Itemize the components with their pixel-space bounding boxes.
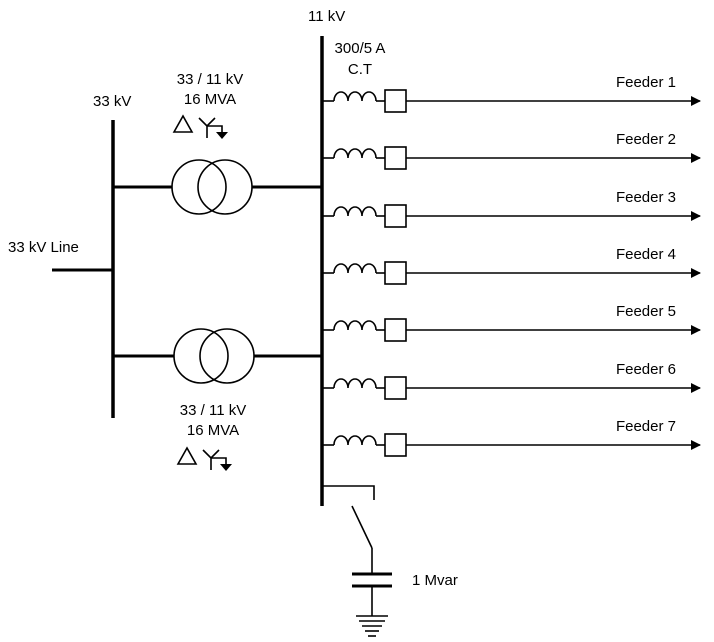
hv-bus-label: 33 kV (93, 93, 131, 110)
ground-icon (356, 615, 388, 637)
capacitor-branch (322, 485, 392, 637)
feeder-2: Feeder 2 (322, 131, 701, 170)
transformer-1-ratio: 33 / 11 kV (177, 71, 243, 88)
feeder-group: Feeder 1 Feeder 2 Feeder 3 Feeder 4 Feeder 5… (322, 74, 701, 457)
lv-bus-label: 11 kV (308, 8, 345, 25)
feeder-label: Feeder 6 (616, 361, 676, 378)
delta-wye-grounded-icon (176, 446, 232, 471)
circuit-breaker (384, 318, 407, 342)
current-transformer-coil (333, 91, 377, 102)
transformer-1 (113, 159, 322, 215)
circuit-breaker (384, 204, 407, 228)
circuit-breaker (384, 146, 407, 170)
feeder-label: Feeder 7 (616, 418, 676, 435)
current-transformer-coil (333, 435, 377, 446)
capacitor-label: 1 Mvar (412, 572, 458, 589)
ct-name-label: C.T (348, 61, 372, 78)
feeder-1: Feeder 1 (322, 74, 701, 113)
current-transformer-coil (333, 148, 377, 159)
circuit-breaker (384, 89, 407, 113)
transformer-1-rating: 16 MVA (184, 91, 236, 108)
feeder-4: Feeder 4 (322, 246, 701, 285)
incoming-line-label: 33 kV Line (8, 239, 79, 256)
circuit-breaker (384, 376, 407, 400)
transformer-2-rating: 16 MVA (187, 422, 239, 439)
feeder-label: Feeder 5 (616, 303, 676, 320)
feeder-5: Feeder 5 (322, 303, 701, 342)
feeder-7: Feeder 7 (322, 418, 701, 457)
feeder-6: Feeder 6 (322, 361, 701, 400)
current-transformer-coil (333, 378, 377, 389)
delta-wye-grounded-icon (172, 114, 228, 139)
current-transformer-coil (333, 263, 377, 274)
circuit-breaker (384, 261, 407, 285)
transformer-2-ratio: 33 / 11 kV (180, 402, 246, 419)
feeder-3: Feeder 3 (322, 189, 701, 228)
current-transformer-coil (333, 320, 377, 331)
ct-rating-label: 300/5 A (335, 40, 386, 57)
capacitor-switch (351, 505, 373, 549)
circuit-breaker (384, 433, 407, 457)
feeder-label: Feeder 1 (616, 74, 676, 91)
transformer-2 (113, 328, 322, 384)
feeder-label: Feeder 2 (616, 131, 676, 148)
feeder-label: Feeder 3 (616, 189, 676, 206)
feeder-label: Feeder 4 (616, 246, 676, 263)
current-transformer-coil (333, 206, 377, 217)
